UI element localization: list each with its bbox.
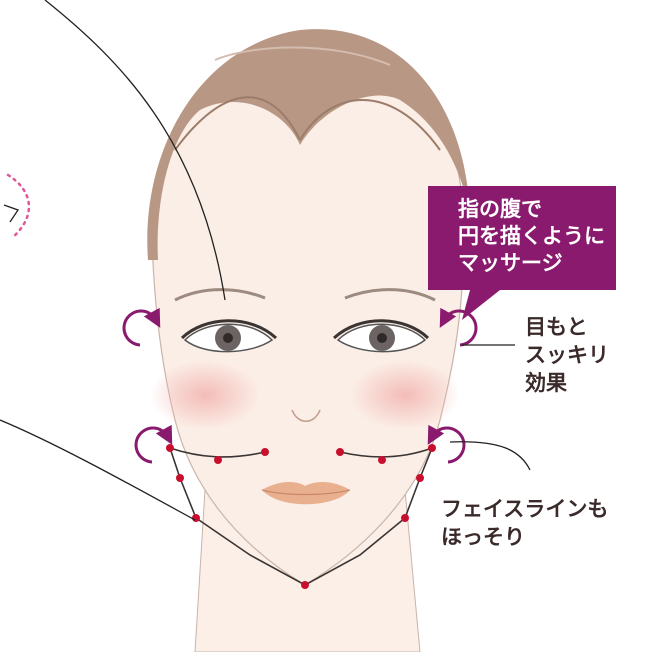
eye-label-line-3: 効果 [525,371,567,395]
callout-line-1: 指の腹で [458,197,542,221]
cheek-line-right [339,447,433,458]
massage-point [416,474,424,482]
massage-point [301,581,309,589]
cheek-line-left [169,447,266,458]
cheek-left [150,360,260,430]
massage-points [166,444,436,589]
face-label-line-1: フェイスラインも [441,497,609,521]
massage-point [261,448,269,456]
massage-point [166,444,174,452]
callout-line-3: マッサージ [458,251,563,275]
eye-label-line-2: スッキリ [525,343,609,367]
circular-arrow-icon [122,307,478,464]
faceline-effect-label: フェイスラインも ほっそり [441,495,608,551]
massage-point [428,444,436,452]
massage-point [192,514,200,522]
callout-line-2: 円を描くように [458,224,605,248]
face-label-line-2: ほっそり [441,525,525,549]
eye-right [332,319,430,353]
dotted-arc [6,173,30,240]
massage-point [401,514,409,522]
eye-label-line-1: 目もと [525,315,588,339]
lips [262,482,350,505]
massage-point [214,456,222,464]
massage-point [176,474,184,482]
eye-effect-label: 目もと スッキリ 効果 [525,313,609,397]
massage-point [378,456,386,464]
eye-left [180,319,278,353]
massage-point [336,448,344,456]
massage-callout: 指の腹で 円を描くように マッサージ [428,186,616,290]
hair [147,29,470,261]
callout-box [428,186,616,320]
cheek-right [350,360,460,430]
